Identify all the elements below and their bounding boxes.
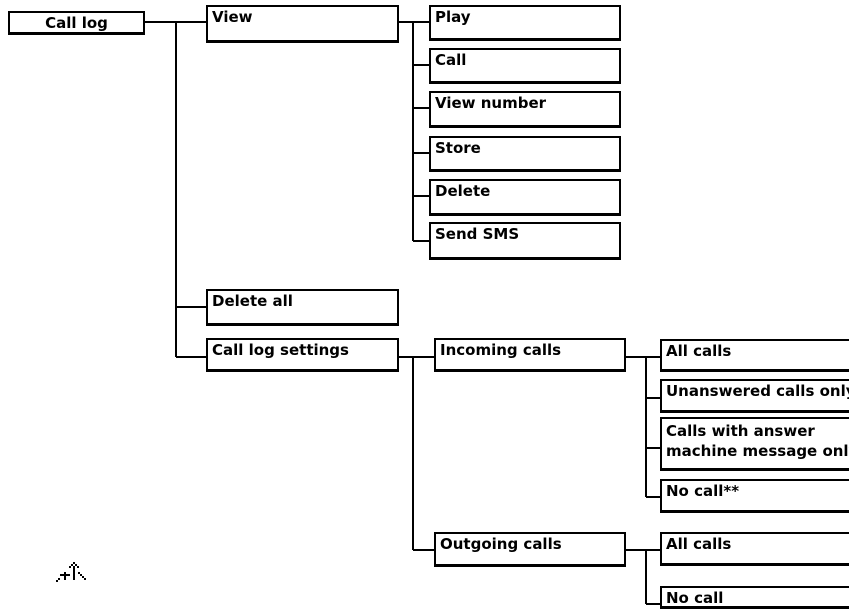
incoming-no-call-node: No call** bbox=[660, 479, 849, 513]
view-number-node: View number bbox=[429, 91, 621, 128]
delete-node: Delete bbox=[429, 179, 621, 216]
store-node: Store bbox=[429, 136, 621, 172]
call-log-settings-node: Call log settings bbox=[206, 338, 399, 372]
incoming-all-calls-node: All calls bbox=[660, 339, 849, 372]
call-node: Call bbox=[429, 48, 621, 84]
answer-machine-message-only-node: Calls with answer machine message only bbox=[660, 417, 849, 471]
outgoing-all-calls-node: All calls bbox=[660, 532, 849, 566]
outgoing-no-call-node: No call bbox=[660, 586, 849, 609]
delete-all-node: Delete all bbox=[206, 289, 399, 326]
answer-machine-line-1: Calls with answer bbox=[666, 422, 815, 440]
call-log-node: Call log bbox=[8, 11, 145, 35]
brand-logo bbox=[56, 562, 86, 582]
view-node: View bbox=[206, 5, 399, 43]
answer-machine-line-2: machine message only bbox=[666, 442, 849, 460]
play-node: Play bbox=[429, 5, 621, 41]
outgoing-calls-node: Outgoing calls bbox=[434, 532, 626, 567]
unanswered-calls-only-node: Unanswered calls only bbox=[660, 379, 849, 413]
incoming-calls-node: Incoming calls bbox=[434, 338, 626, 372]
send-sms-node: Send SMS bbox=[429, 222, 621, 260]
